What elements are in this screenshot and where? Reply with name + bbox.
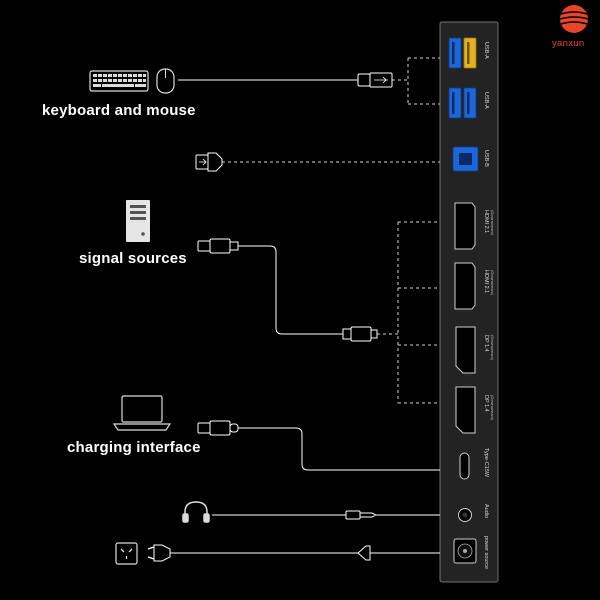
hdmi-port-2 [454,262,476,310]
type-c-plug-icon [197,420,239,436]
video-plug-dock-icon [342,326,378,342]
hdmi-label-2: HDMI 2.1 [483,270,489,293]
pc-tower-icon [126,200,150,242]
brand-logo-icon [559,5,589,33]
power-connector-icon [357,545,371,561]
hdmi-sublabel-1: (Downstream) [490,210,495,236]
dock-panel: USB-A USB-A USB-B HDMI 2.1 (Downstream) … [439,21,499,583]
hdmi-label-1: HDMI 2.1 [483,210,489,233]
dp-label-1: DP 1.4 [483,335,489,352]
type-c-label: Type-C15W [483,448,489,478]
type-c-port [459,452,470,480]
usb-a-label-2: USB-A [483,92,489,109]
signal-sources-label: signal sources [79,250,187,267]
wall-socket-icon [115,542,138,565]
video-plug-icon [197,238,239,254]
usb-a-port-row-2 [448,87,477,119]
dp-sublabel-1: (Downstream) [490,335,495,361]
hdmi-sublabel-2: (Downstream) [490,270,495,296]
brand-name: yanxun [552,38,585,49]
usb-b-port [452,146,479,172]
usb-b-label: USB-B [483,150,489,167]
keyboard-mouse-label: keyboard and mouse [42,102,196,119]
mouse-icon [156,68,175,94]
dp-sublabel-2: (Downstream) [490,395,495,421]
audio-port [458,508,472,522]
dashed-guides [222,57,440,404]
power-plug-icon [147,544,176,562]
keyboard-icon [89,70,149,92]
usb-b-plug-icon [195,152,223,172]
power-port [453,538,477,564]
charging-interface-label: charging interface [67,439,201,456]
usb-a-label-1: USB-A [483,42,489,59]
headphones-icon [182,501,210,523]
dp-port-1 [455,326,476,374]
audio-jack-icon [345,510,378,520]
laptop-icon [112,395,172,431]
dp-port-2 [455,386,476,434]
power-label: power source [483,536,489,569]
cables [176,79,440,554]
dp-label-2: DP 1.4 [483,395,489,412]
hdmi-port-1 [454,202,476,250]
usb-a-plug-icon [357,72,393,88]
usb-a-port-row-1 [448,37,477,69]
audio-label: Audio [483,504,489,518]
